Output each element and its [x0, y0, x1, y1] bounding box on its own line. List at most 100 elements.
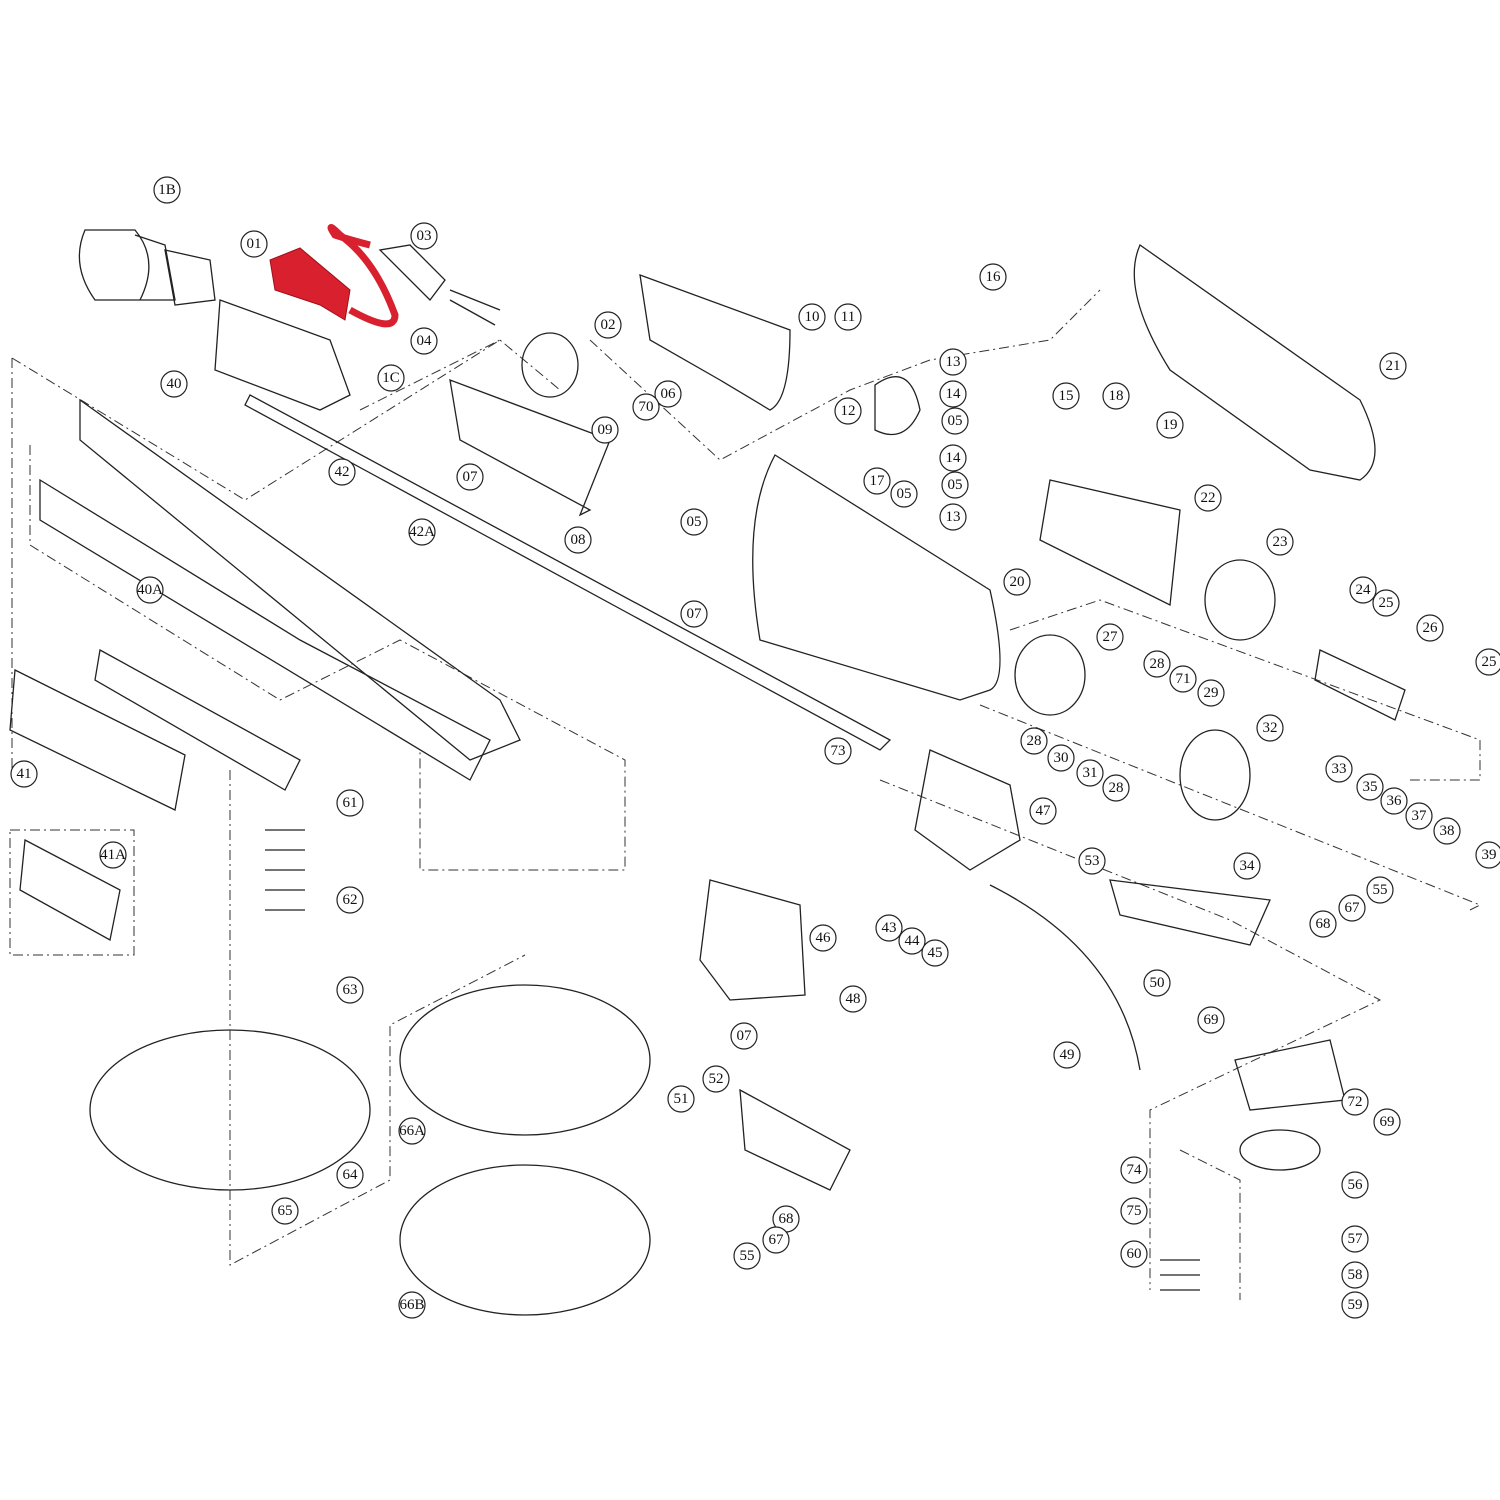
callout-circle [824, 737, 852, 765]
callout-circle [702, 1065, 730, 1093]
callout-number: 27 [1103, 629, 1119, 645]
callout-36: 36 [1380, 787, 1408, 815]
callout-1C: 1C [377, 364, 405, 392]
callout-69: 69 [1197, 1006, 1225, 1034]
callout-circle [1102, 382, 1130, 410]
callout-circle [564, 526, 592, 554]
callout-number: 02 [601, 317, 616, 333]
callout-number: 47 [1036, 803, 1052, 819]
callout-number: 23 [1273, 534, 1288, 550]
callout-number: 07 [687, 606, 703, 622]
callout-05: 05 [941, 471, 969, 499]
callout-10: 10 [798, 303, 826, 331]
callout-number: 20 [1010, 574, 1025, 590]
callout-73: 73 [824, 737, 852, 765]
callout-14: 14 [939, 380, 967, 408]
callout-number: 07 [463, 469, 479, 485]
callout-26: 26 [1416, 614, 1444, 642]
callout-18: 18 [1102, 382, 1130, 410]
callout-16: 16 [979, 263, 1007, 291]
part-04-plug-cord[interactable] [269, 247, 351, 321]
callout-53: 53 [1078, 847, 1106, 875]
callout-13: 13 [939, 503, 967, 531]
callout-number: 55 [1373, 882, 1388, 898]
callout-circle [1120, 1240, 1148, 1268]
callout-02: 02 [594, 311, 622, 339]
callout-number: 17 [870, 473, 886, 489]
callout-circle [1380, 787, 1408, 815]
part-40A-tube [39, 478, 491, 781]
callout-35: 35 [1356, 773, 1384, 801]
callout-circle [979, 263, 1007, 291]
callout-circle [410, 327, 438, 355]
callout-number: 13 [946, 354, 961, 370]
callout-05: 05 [890, 480, 918, 508]
callout-67: 67 [762, 1226, 790, 1254]
callout-28: 28 [1102, 774, 1130, 802]
callout-number: 32 [1263, 720, 1278, 736]
part-27-plate [1014, 634, 1086, 716]
callout-38: 38 [1433, 817, 1461, 845]
callout-21: 21 [1379, 352, 1407, 380]
callout-number: 67 [1345, 900, 1361, 916]
callout-52: 52 [702, 1065, 730, 1093]
callout-number: 73 [831, 743, 846, 759]
callout-circle [941, 407, 969, 435]
callout-number: 30 [1054, 750, 1069, 766]
callout-number: 61 [343, 795, 358, 811]
callout-circle [1078, 847, 1106, 875]
callout-circle [1076, 759, 1104, 787]
callout-number: 45 [928, 945, 943, 961]
callout-43: 43 [875, 914, 903, 942]
callout-number: 62 [343, 892, 358, 908]
callout-circle [1356, 773, 1384, 801]
callout-circle [153, 176, 181, 204]
callout-number: 25 [1379, 595, 1394, 611]
callout-circle [1143, 650, 1171, 678]
callout-circle [328, 458, 356, 486]
callout-circle [654, 380, 682, 408]
part-50-flex-shaft [989, 884, 1141, 1071]
callout-number: 24 [1356, 582, 1372, 598]
callout-47: 47 [1029, 797, 1057, 825]
callout-number: 05 [687, 514, 702, 530]
part-47-head [914, 749, 1021, 871]
callout-75: 75 [1120, 1197, 1148, 1225]
callout-03: 03 [410, 222, 438, 250]
callout-number: 52 [709, 1071, 724, 1087]
callout-number: 28 [1150, 656, 1165, 672]
callout-11: 11 [834, 303, 862, 331]
callout-circle [863, 467, 891, 495]
callout-27: 27 [1096, 623, 1124, 651]
callout-58: 58 [1341, 1261, 1369, 1289]
callout-number: 29 [1204, 685, 1219, 701]
callout-number: 19 [1163, 417, 1178, 433]
callout-number: 42 [335, 464, 350, 480]
callout-circle [1341, 1261, 1369, 1289]
part-09-grip [449, 378, 611, 517]
part-60-spring [1160, 1259, 1200, 1291]
callout-number: 59 [1348, 1297, 1363, 1313]
callout-circle [1120, 1156, 1148, 1184]
callout-number: 18 [1109, 388, 1124, 404]
callout-1B: 1B [153, 176, 181, 204]
callout-44: 44 [898, 927, 926, 955]
callout-63: 63 [336, 976, 364, 1004]
callout-number: 68 [1316, 916, 1331, 932]
callout-number: 49 [1060, 1047, 1075, 1063]
part-outlines [9, 224, 1406, 1316]
callout-71: 71 [1169, 665, 1197, 693]
callout-70: 70 [632, 393, 660, 421]
callout-number: 37 [1412, 808, 1428, 824]
callout-circle [1156, 411, 1184, 439]
part-53-bracket [1109, 879, 1271, 946]
callout-56: 56 [1341, 1171, 1369, 1199]
callout-number: 12 [841, 403, 856, 419]
callout-circle [939, 444, 967, 472]
callout-circle [336, 1161, 364, 1189]
callout-number: 39 [1482, 847, 1497, 863]
callout-circle [1341, 1291, 1369, 1319]
callout-number: 07 [737, 1028, 753, 1044]
